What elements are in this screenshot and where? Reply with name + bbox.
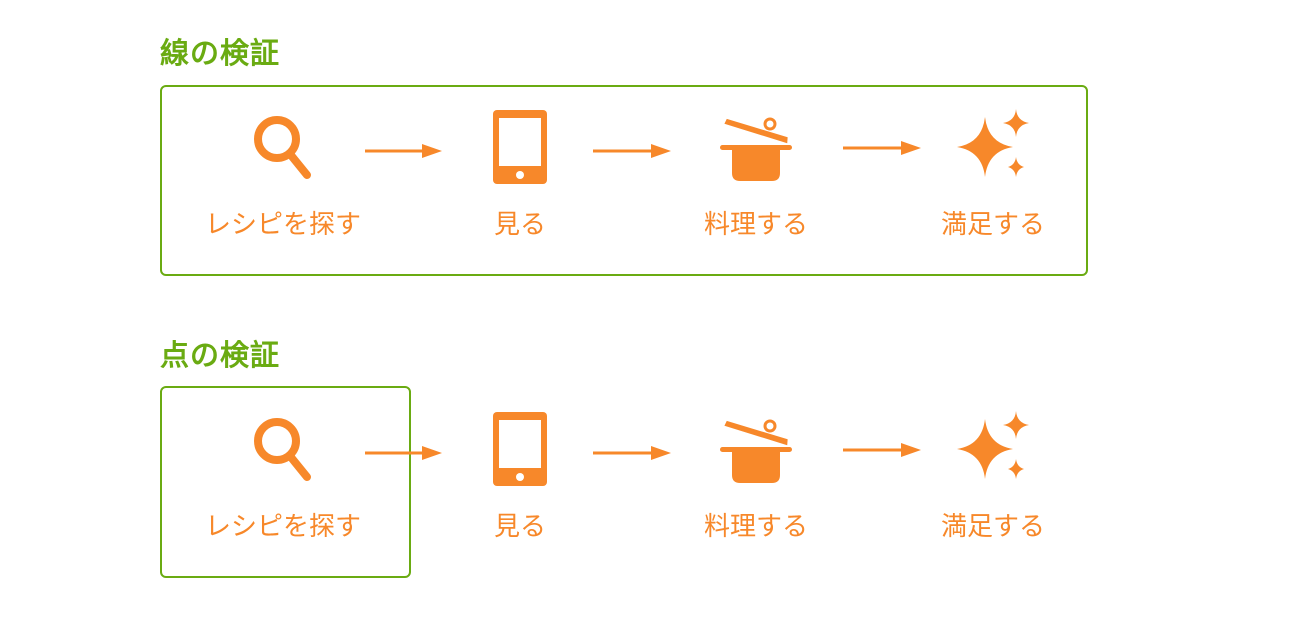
verification-frame bbox=[160, 386, 411, 578]
magnifier-icon bbox=[243, 107, 323, 187]
step-label: 見る bbox=[493, 210, 546, 240]
cooking-pot-icon bbox=[716, 107, 796, 187]
sparkle-icon bbox=[953, 107, 1033, 187]
magnifier-icon bbox=[243, 409, 323, 489]
section-title: 点の検証 bbox=[160, 338, 281, 372]
flow-step: レシピを探す bbox=[183, 107, 383, 247]
flow-step: 見る bbox=[420, 409, 620, 549]
sparkle-icon bbox=[953, 409, 1033, 489]
section-title: 線の検証 bbox=[160, 36, 281, 70]
smartphone-icon bbox=[480, 409, 560, 489]
step-label: 満足する bbox=[940, 512, 1045, 542]
arrow-right-icon bbox=[365, 445, 442, 460]
step-label: 満足する bbox=[940, 210, 1045, 240]
flow-step: 満足する bbox=[893, 107, 1093, 247]
arrow-right-icon bbox=[365, 143, 442, 158]
step-label: レシピを探す bbox=[204, 210, 361, 240]
flow-step: 料理する bbox=[656, 409, 856, 549]
step-label: レシピを探す bbox=[204, 512, 361, 542]
step-label: 料理する bbox=[703, 512, 808, 542]
arrow-right-icon bbox=[843, 140, 921, 155]
point-verification-section: 点の検証 レシピを探す 見る 料理する 満足する bbox=[0, 332, 1300, 632]
verification-frame bbox=[160, 85, 1088, 276]
step-label: 料理する bbox=[703, 210, 808, 240]
flow-step: レシピを探す bbox=[183, 409, 383, 549]
arrow-right-icon bbox=[593, 445, 671, 460]
arrow-right-icon bbox=[593, 143, 671, 158]
step-label: 見る bbox=[493, 512, 546, 542]
cooking-pot-icon bbox=[716, 409, 796, 489]
line-verification-section: 線の検証 レシピを探す 見る 料理する 満足する bbox=[0, 30, 1300, 330]
flow-step: 満足する bbox=[893, 409, 1093, 549]
smartphone-icon bbox=[480, 107, 560, 187]
flow-step: 料理する bbox=[656, 107, 856, 247]
arrow-right-icon bbox=[843, 442, 921, 457]
flow-step: 見る bbox=[420, 107, 620, 247]
